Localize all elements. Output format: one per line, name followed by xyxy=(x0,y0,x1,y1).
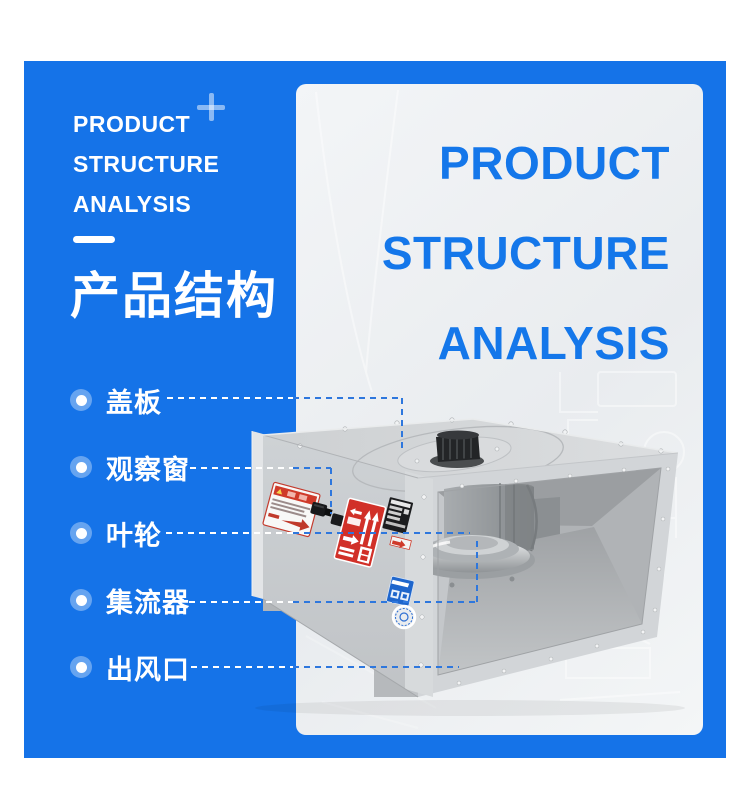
bullet-dot-icon xyxy=(70,522,92,544)
part-label-text: 盖板 xyxy=(106,387,162,418)
part-label-text: 叶轮 xyxy=(106,520,162,551)
bullet-dot-icon xyxy=(70,656,92,678)
bullet-dot-icon xyxy=(70,389,92,411)
part-label-row-collector: 集流器 xyxy=(70,583,190,618)
part-label-row-observation-window: 观察窗 xyxy=(70,450,190,485)
brand-heading: PRODUCT STRUCTURE ANALYSIS xyxy=(73,104,219,224)
bullet-dot-icon xyxy=(70,456,92,478)
headline-line-1: PRODUCT xyxy=(439,137,670,189)
page-title-cn: 产品结构 xyxy=(70,268,278,324)
brand-line-3: ANALYSIS xyxy=(73,191,192,217)
headline-en: PRODUCT STRUCTURE ANALYSIS xyxy=(296,118,670,388)
part-label-row-air-outlet: 出风口 xyxy=(70,650,190,685)
part-label-text: 出风口 xyxy=(106,654,190,685)
plus-icon xyxy=(197,93,225,121)
brand-line-1: PRODUCT xyxy=(73,111,191,137)
headline-line-2: STRUCTURE xyxy=(381,227,670,279)
headline-line-3: ANALYSIS xyxy=(437,317,670,369)
part-label-row-impeller: 叶轮 xyxy=(70,516,162,551)
part-label-text: 集流器 xyxy=(106,587,190,618)
part-label-text: 观察窗 xyxy=(106,454,190,485)
divider-bar xyxy=(73,236,115,243)
bullet-dot-icon xyxy=(70,589,92,611)
brand-line-2: STRUCTURE xyxy=(73,151,220,177)
part-label-row-cover-plate: 盖板 xyxy=(70,383,162,418)
